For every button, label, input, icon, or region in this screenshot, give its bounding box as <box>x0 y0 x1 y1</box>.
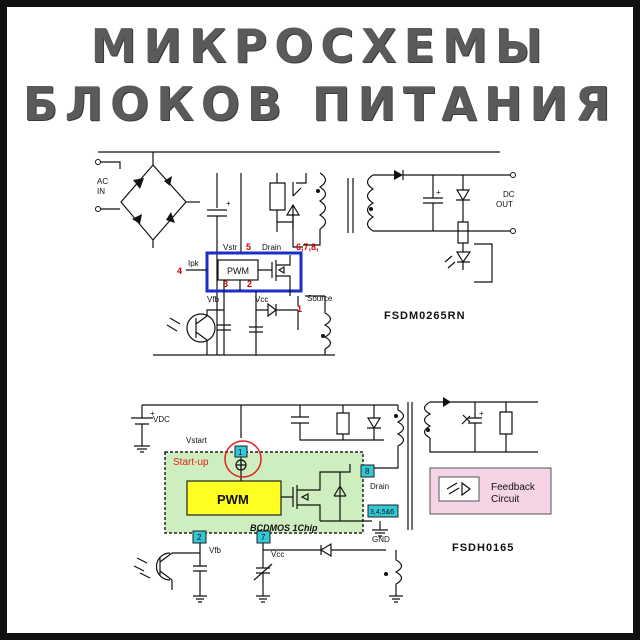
svg-text:+: + <box>150 409 155 418</box>
vcc-label-top: Vcc <box>255 295 268 304</box>
title-line-1: МИКРОСХЕМЫ <box>90 19 550 73</box>
vdc-capacitor: + <box>131 404 398 438</box>
ground-right <box>372 521 388 537</box>
pin-ipk: 4 <box>177 266 182 276</box>
pin-gnd: 3,4,5&6 <box>370 509 394 516</box>
feedback-label-1: Feedback <box>491 482 536 493</box>
feedback-circuit-box <box>429 467 552 515</box>
primary-winding-bottom <box>372 405 405 469</box>
output-diode <box>394 170 403 180</box>
pin-2: 2 <box>247 279 252 289</box>
opto-transistor-bottom <box>133 543 207 590</box>
vcc-label-bottom: Vcc <box>271 550 284 559</box>
pin-7: 7 <box>261 533 266 542</box>
opto-transistor-top <box>166 291 231 355</box>
source-label: Source <box>307 294 333 303</box>
ac-wires <box>100 161 121 210</box>
pin-gnd-box <box>367 504 399 518</box>
pwm-label-top: PWM <box>227 266 249 276</box>
transformer-core <box>347 178 354 233</box>
pin-vstr: 5 <box>246 242 251 252</box>
feedback-label-2: Circuit <box>491 494 520 505</box>
dc-label-2: OUT <box>496 200 513 209</box>
svg-text:+: + <box>479 409 484 418</box>
svg-text:+: + <box>436 188 441 197</box>
chip-label: BCDMOS 1Chip <box>250 523 318 533</box>
drain-label-top: Drain <box>262 243 281 252</box>
ground-bottom <box>193 590 403 603</box>
pin-source: 1 <box>297 304 302 314</box>
bulk-capacitor: + <box>207 173 231 355</box>
ac-label-2: IN <box>97 187 105 196</box>
pin-2-bottom: 2 <box>197 533 202 542</box>
ic-fsdm0265rn: PWM <box>205 251 303 296</box>
pin-8: 8 <box>365 467 370 476</box>
vdc-label: VDC <box>153 415 170 424</box>
dc-terminal-bottom <box>510 228 516 234</box>
pin-1: 1 <box>238 448 243 457</box>
pin-1-box <box>234 445 248 458</box>
vstart-label: Vstart <box>186 436 208 445</box>
chip-fsdh0165 <box>164 451 372 534</box>
model-label-top: FSDM0265RN <box>384 310 466 322</box>
output-capacitor: + <box>423 175 443 231</box>
snubber-bottom <box>291 405 384 441</box>
bottom-rail <box>153 173 335 356</box>
drain-label-bottom: Drain <box>370 482 389 491</box>
aux-winding-bottom <box>384 550 403 590</box>
title-line-2: БЛОКОВ ПИТАНИЯ <box>22 77 618 131</box>
svg-text:+: + <box>226 199 231 208</box>
transformer-core-bottom <box>407 402 413 530</box>
dc-label-1: DC <box>503 190 515 199</box>
gnd-label: GND <box>372 535 390 544</box>
startup-circuit <box>224 405 262 481</box>
zener-feedback <box>444 175 493 283</box>
output-circuit-bottom: + <box>461 402 513 452</box>
vcc-circuit-bottom <box>253 542 386 590</box>
ipk-label: Ipk <box>188 259 200 268</box>
vstr-label: Vstr <box>223 243 238 252</box>
startup-label: Start-up <box>173 457 209 468</box>
ground-left <box>134 438 150 453</box>
output-diode-bottom <box>443 397 451 407</box>
secondary-wires <box>373 174 491 232</box>
pin-3: 3 <box>223 279 228 289</box>
secondary-winding <box>366 174 375 232</box>
snubber-network <box>269 173 307 248</box>
pin-drain-top: 6,7,8, <box>296 242 319 252</box>
top-rail <box>98 151 500 165</box>
dc-terminal-top <box>510 172 516 178</box>
aux-winding-top <box>321 312 332 355</box>
model-label-bottom: FSDH0165 <box>452 542 514 554</box>
pin-8-box <box>360 464 375 478</box>
vfb-label-top: Vfb <box>207 295 220 304</box>
pwm-label-bottom: PWM <box>217 492 249 507</box>
vfb-label-bottom: Vfb <box>209 546 222 555</box>
ac-label-1: AC <box>97 177 108 186</box>
vcc-circuit-top <box>249 291 326 355</box>
primary-winding <box>303 172 327 246</box>
